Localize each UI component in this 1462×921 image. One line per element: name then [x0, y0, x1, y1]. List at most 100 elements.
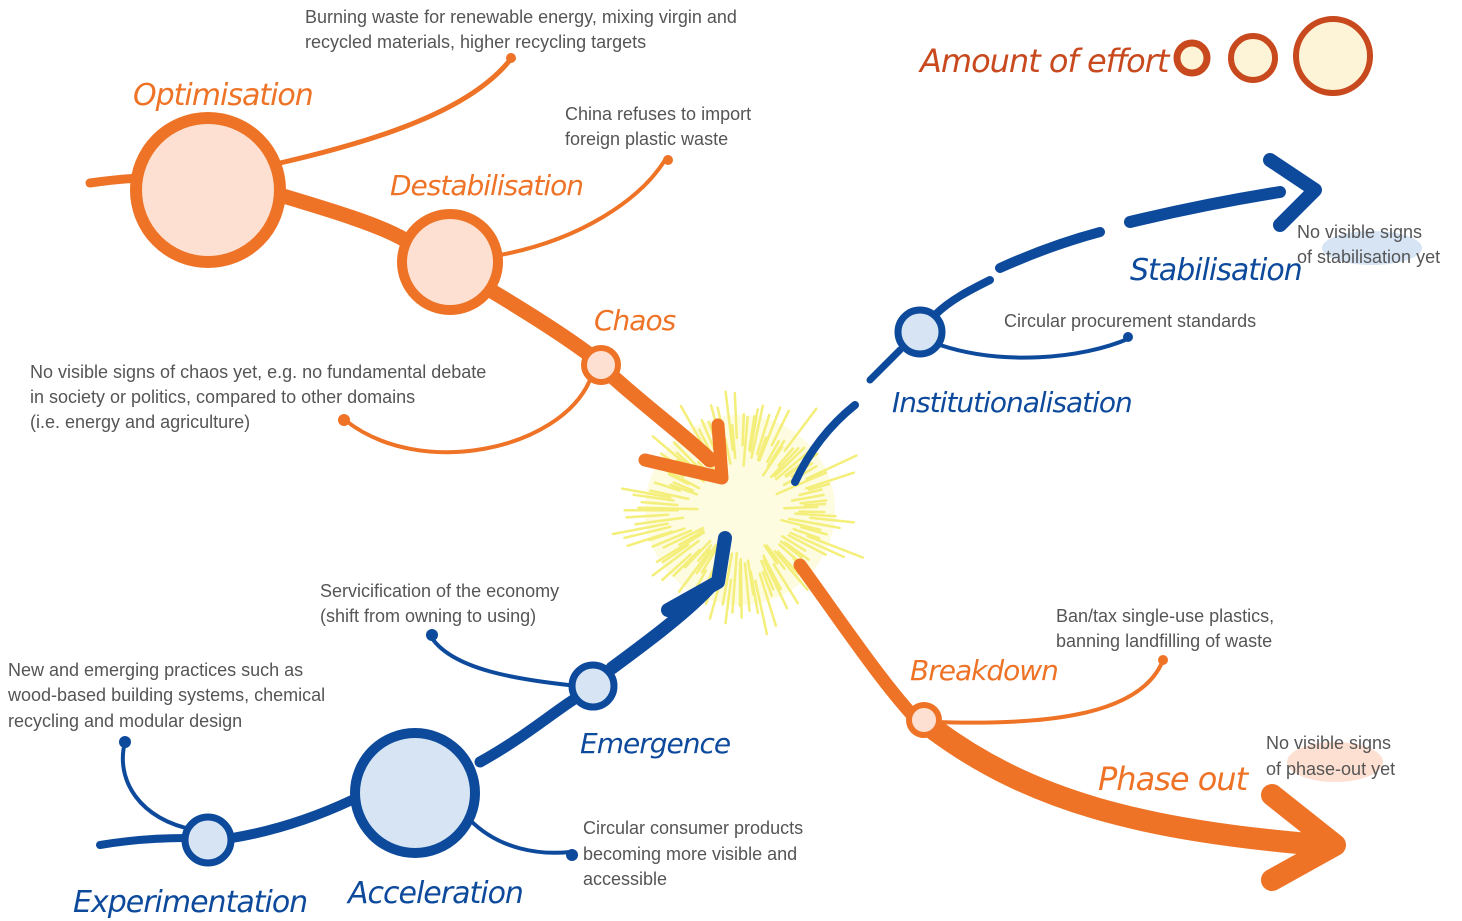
label-optimisation: Optimisation — [133, 78, 313, 113]
burst-ray — [777, 447, 795, 467]
legend-small-circle — [1173, 39, 1211, 77]
burst-ray — [677, 549, 712, 594]
label-breakdown: Breakdown — [910, 654, 1058, 687]
label-chaos: Chaos — [594, 304, 676, 337]
burst-ray — [672, 481, 695, 492]
burst-ray — [754, 579, 769, 636]
burst-ray — [683, 539, 712, 569]
burst-ray — [798, 510, 826, 514]
phase-out-highlight — [1287, 742, 1383, 782]
emergence-circle — [568, 661, 618, 711]
burst-ray — [806, 535, 865, 559]
burst-ray — [783, 407, 818, 452]
burst-ray — [782, 505, 819, 510]
burst-ray — [779, 540, 803, 559]
burst-ray — [651, 539, 700, 577]
burst-ray — [723, 437, 732, 465]
legend-large-circle — [1293, 16, 1373, 96]
burst-ray — [620, 487, 672, 499]
effort-legend: Amount of effort — [918, 16, 1373, 96]
burst-ray — [634, 516, 685, 526]
burst-ray — [731, 423, 737, 460]
label-emergence: Emergence — [580, 727, 730, 760]
burst-ray — [758, 406, 782, 462]
burst-ray — [762, 554, 782, 591]
burst-ray — [780, 518, 822, 532]
burst-ray — [770, 409, 790, 447]
note-institutionalisation: Circular procurement standards — [1004, 311, 1256, 331]
burst-ray — [805, 454, 858, 481]
phase-circles — [130, 112, 946, 867]
burst-ray — [724, 578, 733, 625]
burst-ray — [655, 531, 706, 564]
breakdown-circle — [906, 702, 942, 738]
note-acceleration: Circular consumer products becoming more… — [583, 818, 808, 889]
burst-ray — [803, 502, 827, 507]
experimentation-circle — [181, 813, 235, 867]
burst-ray — [724, 390, 734, 452]
burst-ray — [733, 391, 739, 440]
burst-ray — [787, 534, 827, 556]
optimisation-circle — [130, 112, 286, 268]
burst-ray — [799, 525, 828, 536]
burst-ray — [741, 412, 746, 447]
burst-ray — [695, 543, 718, 575]
burst-ray — [625, 513, 670, 519]
burst-ray — [662, 526, 705, 549]
burst-ray — [742, 416, 749, 467]
note-phase-out: No visible signs of phase-out yet — [1266, 733, 1396, 779]
burst-ray — [653, 481, 682, 492]
burst-ray — [773, 549, 809, 591]
destabilisation-circle — [397, 209, 503, 315]
burst-ray — [649, 489, 690, 501]
burst-ray — [790, 493, 825, 502]
burst-ray — [776, 550, 800, 575]
burst-ray — [783, 541, 811, 561]
burst-ray — [773, 446, 806, 478]
note-emergence: Servicification of the economy (shift fr… — [320, 581, 564, 626]
burst-ray — [661, 553, 692, 582]
burst-ray — [787, 517, 841, 530]
burst-ray — [651, 435, 687, 466]
label-stabilisation: Stabilisation — [1130, 253, 1302, 288]
burst-ray — [721, 552, 734, 606]
burst-ray — [667, 473, 690, 486]
burst-ray — [775, 471, 828, 496]
burst-ray — [809, 516, 855, 524]
note-endpoints — [119, 53, 1168, 861]
burst-ray — [700, 544, 720, 574]
emergence-arrowhead — [661, 531, 732, 617]
burst-ray — [623, 525, 672, 540]
burst-ray — [669, 483, 699, 496]
burst-ray — [611, 522, 669, 536]
legend-medium-circle — [1228, 33, 1278, 83]
burst-ray — [762, 558, 789, 610]
burst-ray — [731, 551, 739, 614]
burst-ray — [760, 559, 775, 591]
note-stabilisation: No visible signs of stabilisation yet — [1297, 222, 1440, 267]
note-chaos: No visible signs of chaos yet, e.g. no f… — [30, 362, 491, 432]
burst-ray — [756, 436, 768, 461]
acceleration-circle — [350, 728, 480, 858]
burst-ray — [743, 562, 751, 613]
burst-ray — [672, 548, 701, 577]
burst-ray — [772, 562, 800, 605]
stabilisation-highlight — [1322, 231, 1422, 265]
note-destabilisation: China refuses to import foreign plastic … — [565, 104, 756, 149]
label-phase-out: Phase out — [1098, 760, 1250, 798]
legend-title: Amount of effort — [918, 42, 1171, 80]
burst-ray — [761, 445, 784, 477]
burst-ray — [766, 440, 781, 463]
chaos-circle — [581, 345, 621, 385]
burst-ray — [626, 530, 674, 548]
burst-ray — [799, 499, 828, 505]
burst-ray — [661, 543, 690, 564]
burst-ray — [746, 559, 755, 596]
burst-ray — [789, 531, 845, 559]
burst-ray — [696, 544, 713, 563]
burst-ray — [632, 493, 675, 502]
burst-ray — [798, 488, 823, 497]
burst-ray — [755, 413, 771, 456]
